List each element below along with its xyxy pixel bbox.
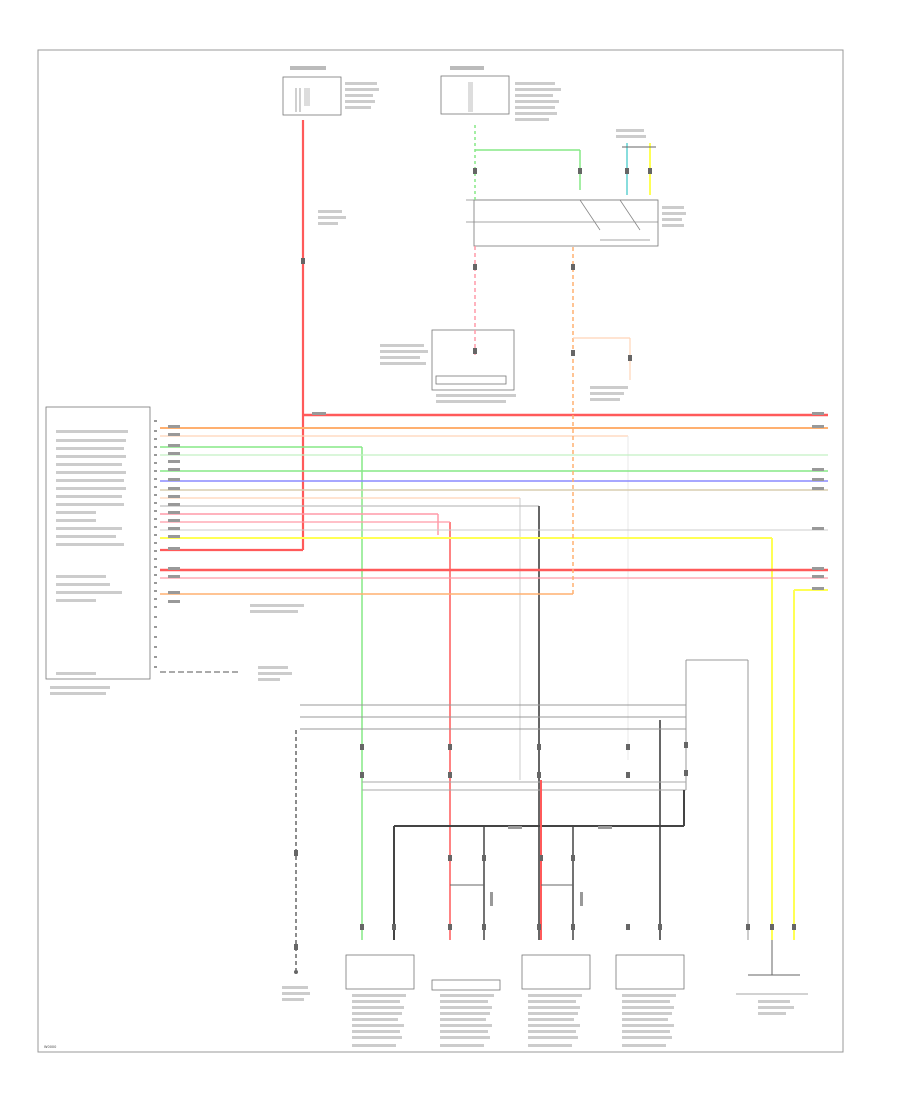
- relay-box: [466, 199, 686, 247]
- pin-markers: [294, 168, 796, 950]
- sensor-3: [521, 954, 591, 1047]
- center-module: [380, 329, 516, 403]
- sensor-connector-right: [590, 386, 628, 401]
- fuse-block-left: [282, 66, 379, 116]
- sensor-4: [615, 954, 685, 1047]
- wires: [160, 120, 828, 976]
- sensor-1: [345, 954, 415, 1047]
- diagram-frame: [37, 49, 844, 1053]
- module-pin-numbers: [154, 420, 157, 668]
- ground-left: [282, 970, 310, 1001]
- connector-top-right: [616, 129, 656, 195]
- module-pin-labels: [50, 430, 128, 695]
- ground-right: [736, 993, 808, 1015]
- bottom-sensors: [282, 954, 808, 1047]
- fuse-block-center: [440, 66, 561, 121]
- figure-code: W0000: [44, 1045, 56, 1049]
- control-module: [45, 406, 157, 695]
- sensor-2: [431, 979, 501, 1047]
- connector-labels: [168, 210, 824, 906]
